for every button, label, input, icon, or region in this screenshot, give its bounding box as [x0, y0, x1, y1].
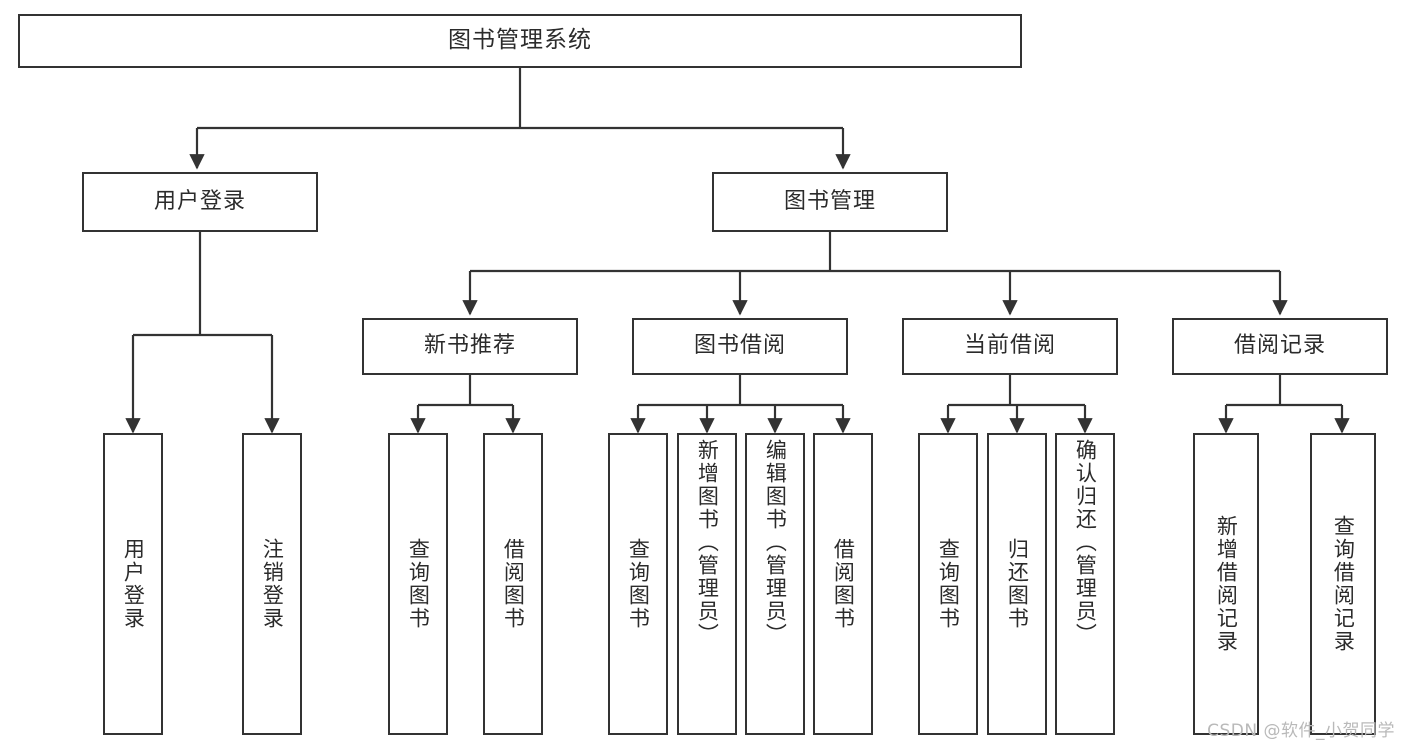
node-leaf-edit-book-admin[interactable]: 编辑图书（管理员） — [745, 433, 805, 735]
node-leaf-borrow-book-1[interactable]: 借阅图书 — [483, 433, 543, 735]
node-new-book-recommend[interactable]: 新书推荐 — [362, 318, 578, 375]
node-leaf-query-borrow-record[interactable]: 查询借阅记录 — [1310, 433, 1376, 735]
node-label: 当前借阅 — [963, 333, 1056, 359]
node-label: 用户登录 — [153, 188, 246, 214]
node-label: 查询图书 — [626, 538, 651, 630]
node-label: 借阅图书 — [831, 538, 856, 630]
node-label: 图书管理 — [783, 188, 876, 214]
node-leaf-add-book-admin[interactable]: 新增图书（管理员） — [677, 433, 737, 735]
node-label: 查询借阅记录 — [1331, 515, 1356, 653]
node-leaf-return-book[interactable]: 归还图书 — [987, 433, 1047, 735]
node-label: 借阅记录 — [1233, 333, 1326, 359]
node-leaf-confirm-return-admin[interactable]: 确认归还（管理员） — [1055, 433, 1115, 735]
node-leaf-add-borrow-record[interactable]: 新增借阅记录 — [1193, 433, 1259, 735]
node-label: 查询图书 — [936, 538, 961, 630]
node-label: 新增借阅记录 — [1214, 515, 1239, 653]
node-label: 新书推荐 — [423, 333, 516, 359]
node-label: 编辑图书（管理员） — [763, 439, 788, 646]
node-label: 注销登录 — [260, 538, 285, 630]
node-leaf-logout[interactable]: 注销登录 — [242, 433, 302, 735]
node-label: 图书管理系统 — [448, 27, 592, 54]
node-book-borrow[interactable]: 图书借阅 — [632, 318, 848, 375]
node-current-borrow[interactable]: 当前借阅 — [902, 318, 1118, 375]
node-label: 新增图书（管理员） — [695, 439, 720, 646]
node-label: 查询图书 — [406, 538, 431, 630]
node-label: 归还图书 — [1005, 538, 1030, 630]
node-leaf-borrow-book-2[interactable]: 借阅图书 — [813, 433, 873, 735]
node-label: 借阅图书 — [501, 538, 526, 630]
node-leaf-query-book-2[interactable]: 查询图书 — [608, 433, 668, 735]
node-label: 确认归还（管理员） — [1073, 439, 1098, 646]
node-leaf-user-login[interactable]: 用户登录 — [103, 433, 163, 735]
node-book-management-system[interactable]: 图书管理系统 — [18, 14, 1022, 68]
node-user-login[interactable]: 用户登录 — [82, 172, 318, 232]
node-label: 图书借阅 — [693, 333, 786, 359]
node-leaf-query-book-1[interactable]: 查询图书 — [388, 433, 448, 735]
watermark-text: CSDN @软件_小贺同学 — [1207, 721, 1395, 741]
node-borrow-records[interactable]: 借阅记录 — [1172, 318, 1388, 375]
node-label: 用户登录 — [121, 538, 146, 630]
node-book-management[interactable]: 图书管理 — [712, 172, 948, 232]
node-leaf-query-book-3[interactable]: 查询图书 — [918, 433, 978, 735]
